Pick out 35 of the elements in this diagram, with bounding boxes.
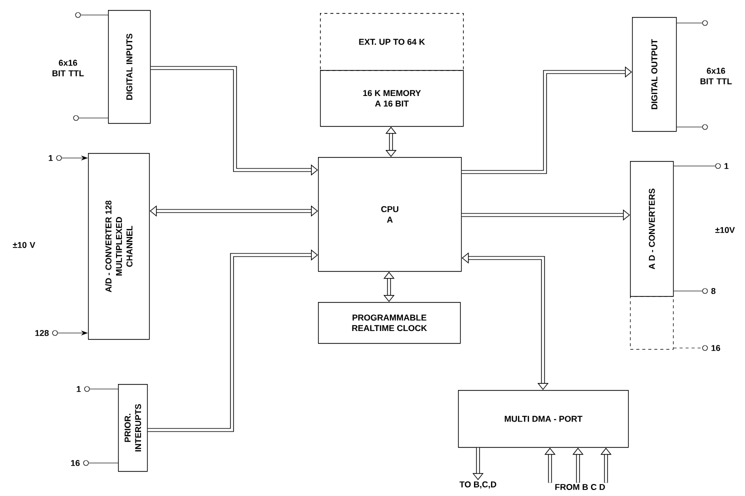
terminal-label: 1 [48,155,53,161]
connection-line [80,14,108,16]
connection-line [88,462,118,464]
text-label: ±10 V [12,242,36,248]
process-box: A D - CONVERTERS [630,161,674,297]
text-label: 6x16 BIT TTL [700,68,732,84]
process-box: MULTI DMA - PORT [458,390,629,448]
process-box: DIGITAL OUTPUT [632,17,677,132]
terminal-label: 128 [35,330,49,336]
bus-arrow [150,205,318,217]
text-label: TO B,C,D [460,481,496,489]
connection-line [676,126,702,128]
terminal-label: 16 [71,460,80,466]
bus-arrow [383,272,395,302]
text-label: 6x16 BIT TTL [52,60,84,76]
text-label: FROM B C D [555,484,605,490]
connection-line [676,22,702,24]
process-box: CPU A [318,157,462,272]
process-box: PROGRAMMABLE REALTIME CLOCK [318,302,461,344]
bus-arrow [385,126,397,157]
connection-line [673,290,702,292]
terminal-label: 1 [724,163,728,169]
dashed-box: EXT. UP TO 64 K [320,13,464,71]
text-label: ±10V [715,227,735,233]
process-box: A/D - CONVERTER 128 MULTIPLEXED CHANNEL [88,153,150,340]
bus-arrow [148,249,318,432]
terminal-label: 8 [711,288,716,294]
process-box: DIGITAL INPUTS [108,10,151,124]
bus-arrow [462,66,632,174]
connection-line [90,388,118,390]
terminal-label: 1 [76,386,81,392]
process-box: PRIOR. INTERUPTS [118,384,148,472]
terminal-label: 16 [712,345,720,351]
dashed-box [630,296,674,350]
process-box: 16 K MEMORY A 16 BIT [320,70,464,127]
